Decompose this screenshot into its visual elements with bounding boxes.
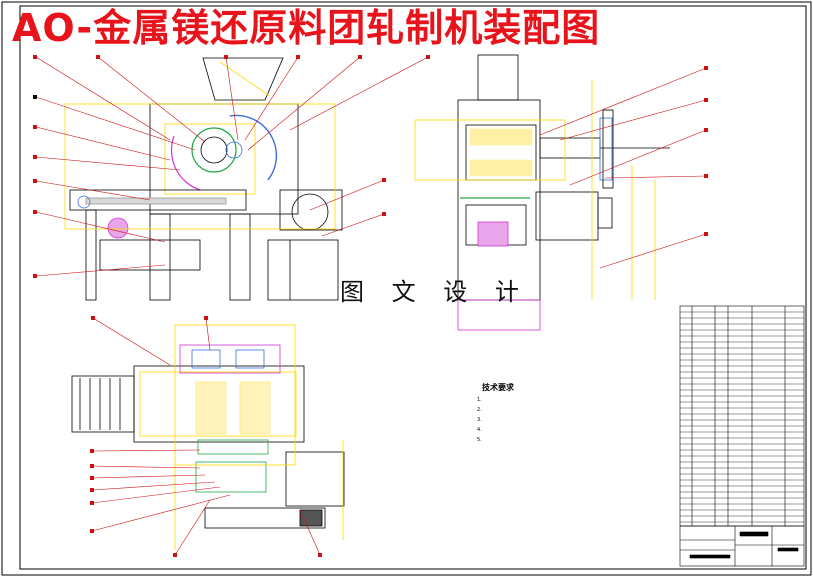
technical-note-item: 1. xyxy=(477,397,482,403)
technical-note-item: 2. xyxy=(477,407,482,413)
plan-view xyxy=(71,324,345,550)
front-view xyxy=(64,57,343,301)
drawing-title: AO-金属镁还原料团轧制机装配图 xyxy=(12,6,601,50)
parts-list-rows xyxy=(680,311,804,523)
title-block xyxy=(679,525,805,567)
technical-notes-heading: 技术要求 xyxy=(482,383,514,392)
parts-list-table xyxy=(679,305,805,527)
technical-note-item: 5. xyxy=(477,437,482,443)
side-view xyxy=(414,54,670,331)
technical-notes: 1. 2. 3. 4. 5. xyxy=(477,395,482,445)
callout-markers xyxy=(33,55,708,557)
technical-note-item: 3. xyxy=(477,417,482,423)
inner-border xyxy=(19,5,807,570)
technical-note-item: 4. xyxy=(477,427,482,433)
leader-lines xyxy=(35,56,707,556)
watermark: 图 文 设 计 xyxy=(340,278,529,306)
